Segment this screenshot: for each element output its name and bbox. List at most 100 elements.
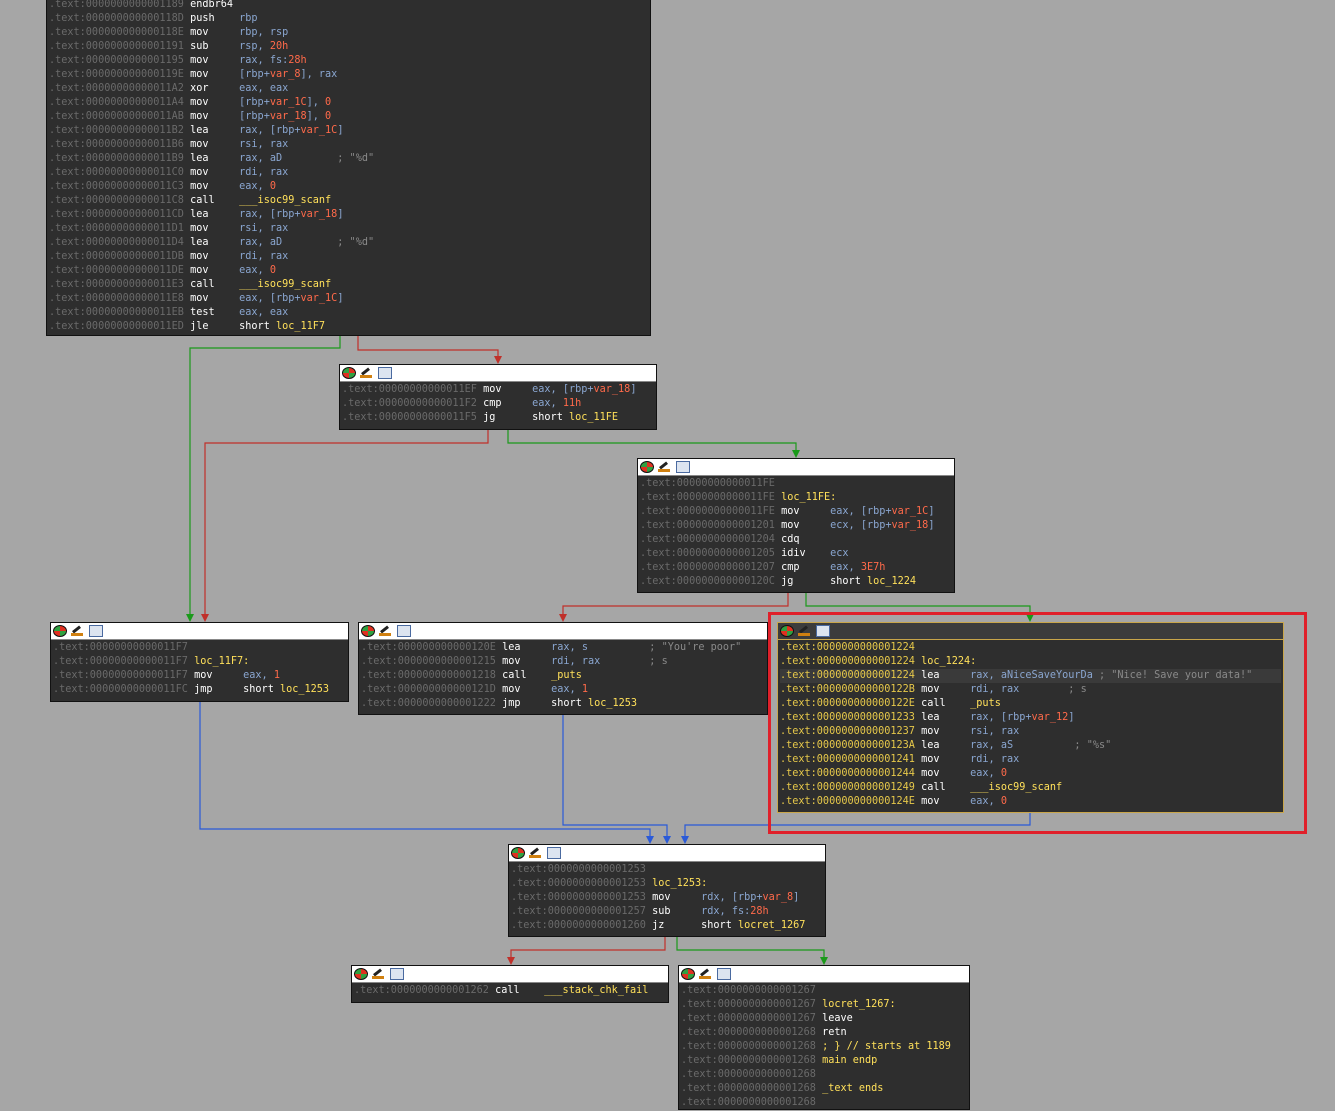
graph-colors-icon[interactable] (640, 461, 654, 473)
asm-line[interactable]: .text:0000000000001268 (681, 1068, 967, 1082)
asm-line[interactable]: .text:0000000000001268 _text ends (681, 1082, 967, 1096)
asm-line[interactable]: .text:0000000000001224 lea rax, aNiceSav… (780, 669, 1281, 683)
edit-node-icon[interactable] (658, 461, 672, 473)
asm-line[interactable]: .text:000000000000120C jg short loc_1224 (640, 575, 952, 589)
asm-line[interactable]: .text:0000000000001207 cmp eax, 3E7h (640, 561, 952, 575)
asm-line[interactable]: .text:000000000000118E mov rbp, rsp (49, 26, 648, 40)
asm-line[interactable]: .text:00000000000011E8 mov eax, [rbp+var… (49, 292, 648, 306)
asm-line[interactable]: .text:00000000000011B6 mov rsi, rax (49, 138, 648, 152)
graph-colors-icon[interactable] (681, 968, 695, 980)
asm-line[interactable]: .text:0000000000001205 idiv ecx (640, 547, 952, 561)
asm-line[interactable]: .text:000000000000118D push rbp (49, 12, 648, 26)
edit-node-icon[interactable] (699, 968, 713, 980)
graph-overview-icon[interactable] (547, 847, 561, 859)
asm-line[interactable]: .text:0000000000001237 mov rsi, rax (780, 725, 1281, 739)
code-block-loc-11fe[interactable]: .text:00000000000011FE .text:00000000000… (637, 458, 955, 593)
asm-line[interactable]: .text:00000000000011F2 cmp eax, 11h (342, 397, 654, 411)
graph-colors-icon[interactable] (361, 625, 375, 637)
code-block-loc-1253[interactable]: .text:0000000000001253 .text:00000000000… (508, 844, 826, 937)
asm-line[interactable]: .text:00000000000011ED jle short loc_11F… (49, 320, 648, 334)
asm-line[interactable]: .text:00000000000011C3 mov eax, 0 (49, 180, 648, 194)
edit-node-icon[interactable] (379, 625, 393, 637)
asm-line[interactable]: .text:000000000000120E lea rax, s ; "You… (361, 641, 765, 655)
asm-line[interactable]: .text:0000000000001233 lea rax, [rbp+var… (780, 711, 1281, 725)
asm-line[interactable]: .text:00000000000011F7 (53, 641, 346, 655)
asm-line[interactable]: .text:00000000000011AB mov [rbp+var_18],… (49, 110, 648, 124)
asm-line[interactable]: .text:00000000000011A2 xor eax, eax (49, 82, 648, 96)
asm-line[interactable]: .text:00000000000011C8 call ___isoc99_sc… (49, 194, 648, 208)
asm-line[interactable]: .text:00000000000011B9 lea rax, aD ; "%d… (49, 152, 648, 166)
asm-line[interactable]: .text:00000000000011F7 mov eax, 1 (53, 669, 346, 683)
asm-line[interactable]: .text:00000000000011D1 mov rsi, rax (49, 222, 648, 236)
asm-line[interactable]: .text:000000000000122B mov rdi, rax ; s (780, 683, 1281, 697)
asm-line[interactable]: .text:00000000000011DB mov rdi, rax (49, 250, 648, 264)
asm-line[interactable]: .text:00000000000011EB test eax, eax (49, 306, 648, 320)
asm-line[interactable]: .text:00000000000011E3 call ___isoc99_sc… (49, 278, 648, 292)
asm-line[interactable]: .text:0000000000001268 retn (681, 1026, 967, 1040)
asm-line[interactable]: .text:000000000000124E mov eax, 0 (780, 795, 1281, 809)
asm-line[interactable]: .text:0000000000001241 mov rdi, rax (780, 753, 1281, 767)
code-block-loc-1224[interactable]: .text:0000000000001224 .text:00000000000… (777, 622, 1284, 813)
asm-line[interactable]: .text:0000000000001218 call _puts (361, 669, 765, 683)
asm-line[interactable]: .text:0000000000001268 ; } // starts at … (681, 1040, 967, 1054)
asm-line[interactable]: .text:00000000000011F7 loc_11F7: (53, 655, 346, 669)
edit-node-icon[interactable] (71, 625, 85, 637)
asm-line[interactable]: .text:0000000000001244 mov eax, 0 (780, 767, 1281, 781)
graph-colors-icon[interactable] (511, 847, 525, 859)
graph-overview-icon[interactable] (676, 461, 690, 473)
asm-line[interactable]: .text:0000000000001253 mov rdx, [rbp+var… (511, 891, 823, 905)
code-block-loc-11f7[interactable]: .text:00000000000011F7 .text:00000000000… (50, 622, 349, 702)
asm-line[interactable]: .text:00000000000011EF mov eax, [rbp+var… (342, 383, 654, 397)
asm-line[interactable]: .text:00000000000011FE (640, 477, 952, 491)
graph-colors-icon[interactable] (342, 367, 356, 379)
asm-line[interactable]: .text:0000000000001249 call ___isoc99_sc… (780, 781, 1281, 795)
asm-line[interactable]: .text:0000000000001268 (681, 1096, 967, 1110)
asm-line[interactable]: .text:0000000000001204 cdq (640, 533, 952, 547)
asm-line[interactable]: .text:0000000000001267 locret_1267: (681, 998, 967, 1012)
graph-overview-icon[interactable] (378, 367, 392, 379)
asm-line[interactable]: .text:000000000000123A lea rax, aS ; "%s… (780, 739, 1281, 753)
asm-line[interactable]: .text:00000000000011B2 lea rax, [rbp+var… (49, 124, 648, 138)
edit-node-icon[interactable] (372, 968, 386, 980)
asm-line[interactable]: .text:0000000000001195 mov rax, fs:28h (49, 54, 648, 68)
asm-line[interactable]: .text:0000000000001189 endbr64 (49, 0, 648, 12)
asm-line[interactable]: .text:0000000000001215 mov rdi, rax ; s (361, 655, 765, 669)
graph-overview-icon[interactable] (89, 625, 103, 637)
asm-line[interactable]: .text:000000000000121D mov eax, 1 (361, 683, 765, 697)
graph-overview-icon[interactable] (717, 968, 731, 980)
asm-line[interactable]: .text:00000000000011DE mov eax, 0 (49, 264, 648, 278)
asm-line[interactable]: .text:00000000000011F5 jg short loc_11FE (342, 411, 654, 425)
asm-line[interactable]: .text:0000000000001268 main endp (681, 1054, 967, 1068)
code-block-11ef[interactable]: .text:00000000000011EF mov eax, [rbp+var… (339, 364, 657, 430)
graph-overview-icon[interactable] (397, 625, 411, 637)
asm-line[interactable]: .text:0000000000001224 loc_1224: (780, 655, 1281, 669)
asm-line[interactable]: .text:0000000000001267 leave (681, 1012, 967, 1026)
asm-line[interactable]: .text:000000000000122E call _puts (780, 697, 1281, 711)
asm-line[interactable]: .text:0000000000001267 (681, 984, 967, 998)
code-block-locret-1267[interactable]: .text:0000000000001267 .text:00000000000… (678, 965, 970, 1110)
graph-colors-icon[interactable] (780, 625, 794, 637)
asm-line[interactable]: .text:0000000000001257 sub rdx, fs:28h (511, 905, 823, 919)
code-block-120e[interactable]: .text:000000000000120E lea rax, s ; "You… (358, 622, 768, 715)
graph-colors-icon[interactable] (53, 625, 67, 637)
asm-line[interactable]: .text:00000000000011A4 mov [rbp+var_1C],… (49, 96, 648, 110)
asm-line[interactable]: .text:00000000000011C0 mov rdi, rax (49, 166, 648, 180)
asm-line[interactable]: .text:0000000000001260 jz short locret_1… (511, 919, 823, 933)
asm-line[interactable]: .text:0000000000001253 loc_1253: (511, 877, 823, 891)
asm-line[interactable]: .text:0000000000001222 jmp short loc_125… (361, 697, 765, 711)
code-block-stack-chk-fail[interactable]: .text:0000000000001262 call ___stack_chk… (351, 965, 669, 1003)
asm-line[interactable]: .text:000000000000119E mov [rbp+var_8], … (49, 68, 648, 82)
asm-line[interactable]: .text:0000000000001253 (511, 863, 823, 877)
edit-node-icon[interactable] (529, 847, 543, 859)
asm-line[interactable]: .text:00000000000011FE mov eax, [rbp+var… (640, 505, 952, 519)
asm-line[interactable]: .text:0000000000001191 sub rsp, 20h (49, 40, 648, 54)
asm-line[interactable]: .text:00000000000011D4 lea rax, aD ; "%d… (49, 236, 648, 250)
asm-line[interactable]: .text:0000000000001262 call ___stack_chk… (354, 984, 666, 998)
asm-line[interactable]: .text:00000000000011FC jmp short loc_125… (53, 683, 346, 697)
code-block-main-entry[interactable]: .text:0000000000001189 endbr64 .text:000… (46, 0, 651, 336)
edit-node-icon[interactable] (360, 367, 374, 379)
graph-overview-icon[interactable] (390, 968, 404, 980)
edit-node-icon[interactable] (798, 625, 812, 637)
asm-line[interactable]: .text:00000000000011FE loc_11FE: (640, 491, 952, 505)
asm-line[interactable]: .text:00000000000011CD lea rax, [rbp+var… (49, 208, 648, 222)
